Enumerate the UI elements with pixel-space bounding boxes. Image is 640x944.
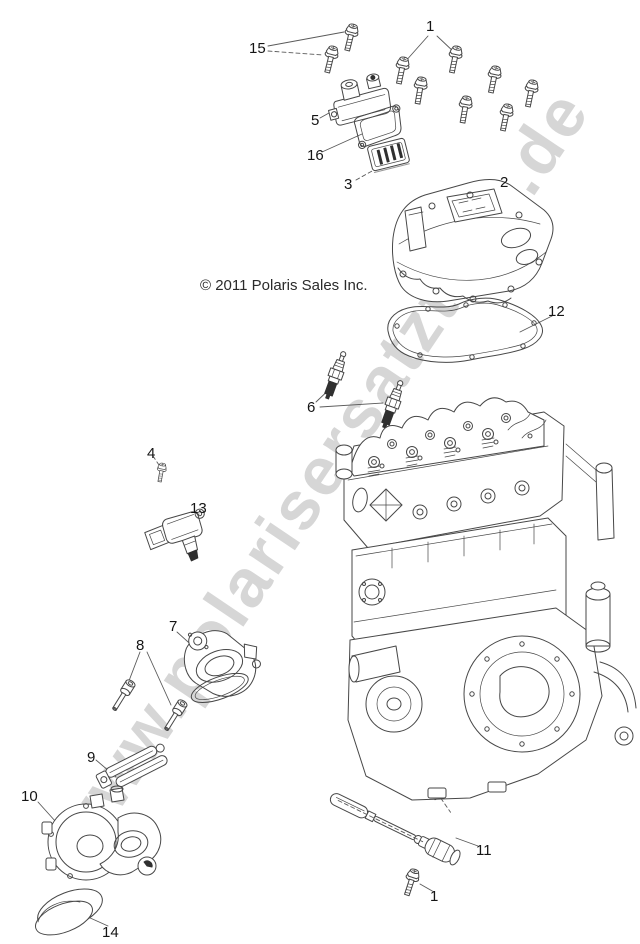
copyright-text: © 2011 Polaris Sales Inc. xyxy=(200,277,368,294)
clamp-fitting-drawing xyxy=(95,743,168,789)
intake-boot-drawing xyxy=(35,888,103,936)
callout-13: 13 xyxy=(190,500,207,517)
socket-bolts-drawing xyxy=(109,677,189,734)
callout-11: 11 xyxy=(476,842,492,859)
plug-wire-drawing xyxy=(329,793,461,866)
callout-4: 4 xyxy=(147,445,156,462)
callout-15: 15 xyxy=(249,40,266,57)
callout-1-top: 1 xyxy=(426,18,435,35)
valve-cover-gasket-drawing xyxy=(387,297,543,363)
callout-16: 16 xyxy=(307,147,324,164)
callout-7: 7 xyxy=(169,618,178,635)
throttle-assembly-drawing xyxy=(41,785,162,881)
callout-9: 9 xyxy=(87,749,96,766)
callout-2: 2 xyxy=(500,174,509,191)
callout-6: 6 xyxy=(307,399,316,416)
callout-3: 3 xyxy=(344,176,353,193)
callout-8: 8 xyxy=(136,637,145,654)
small-gasket-drawing xyxy=(353,104,402,149)
map-sensor-drawing xyxy=(144,508,205,562)
engine-block-drawing xyxy=(335,397,637,801)
spark-plugs-drawing xyxy=(320,348,409,431)
callout-10: 10 xyxy=(21,788,38,805)
callout-14: 14 xyxy=(102,924,119,941)
breather-assembly-drawing xyxy=(328,73,392,126)
valve-cover-drawing xyxy=(392,179,554,304)
callout-5: 5 xyxy=(311,112,320,129)
throttle-body-drawing xyxy=(183,630,261,703)
callout-12: 12 xyxy=(548,303,565,320)
cover-plate-drawing xyxy=(367,137,410,173)
callout-1-bottom: 1 xyxy=(430,888,439,905)
